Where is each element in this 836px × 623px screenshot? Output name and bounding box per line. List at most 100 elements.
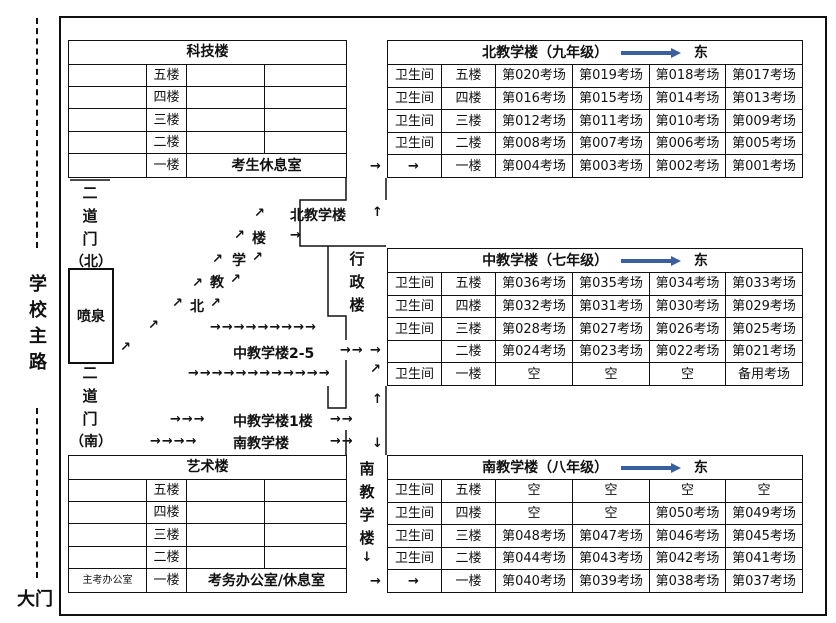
admin-char: 政 [349,273,365,291]
floor-label: 三楼 [146,523,187,547]
diag-arrow-icon: ↗ [120,340,132,355]
fountain-label: 喷泉 [77,309,105,325]
campus-border [59,16,827,616]
diag-arrow-icon: ↗ [172,296,184,311]
exam-room-cell: 第038考场 [649,569,726,593]
gate-north: 二 道 门 （北） [70,182,112,274]
road-char: 学 [29,274,47,295]
gate-char: 门 [82,410,98,428]
restroom-cell: 卫生间 [387,131,442,156]
right-arrow-icon: → [370,574,382,589]
exam-room-cell: 第016考场 [495,86,573,111]
exam-room-cell: 第021考场 [724,339,804,364]
path-char: 教 [210,275,224,291]
south-char: 南 [359,460,375,478]
exam-room-cell: 第026考场 [649,317,726,341]
exam-room-cell: 第003考场 [572,154,650,178]
exam-room-cell: 第023考场 [572,339,650,364]
north-building-target: 北教学楼 [290,208,346,224]
table-row: 卫生间一楼空空空备用考场 [387,362,804,386]
table-row: 卫生间四楼空空第050考场第049考场 [387,501,804,526]
floor-label: 二楼 [146,130,187,155]
table-row: 一楼第040考场第039考场第038考场第037考场 [387,569,804,593]
exam-room-cell: 第039考场 [572,569,650,593]
floor-label: 五楼 [441,272,496,296]
restroom-cell: 卫生间 [387,524,442,548]
table-row: 卫生间五楼空空空空 [387,479,804,503]
gate-char: （南） [70,434,112,450]
restroom-cell: 卫生间 [387,86,442,111]
exam-room-cell: 第044考场 [495,546,573,571]
table-row: 卫生间三楼第048考场第047考场第046考场第045考场 [387,524,804,548]
road-dash-bottom [36,408,38,578]
right-arrow-icon: ↗ [370,362,382,377]
up-arrow-icon: ↑ [372,392,384,407]
restroom-cell: 卫生间 [387,362,442,386]
exam-room-cell: 第004考场 [495,154,573,178]
exam-room-cell: 第018考场 [649,64,726,88]
right-arrow-icon: → [290,228,302,243]
diag-arrow-icon: ↗ [254,206,266,221]
floor-label: 五楼 [441,479,496,503]
table-row: 卫生间三楼第028考场第027考场第026考场第025考场 [387,317,804,341]
keji-building: 科技楼 五楼 四楼 三楼 二楼 一楼考生休息室 [68,40,347,178]
gate-char: 道 [82,207,98,225]
exam-room-cell: 第017考场 [724,64,804,88]
middle-title-row: 中教学楼（七年级） 东 [386,247,804,274]
south-char: 教 [359,483,375,501]
gate-south: 二 道 门 （南） [70,362,112,454]
middle-building: 中教学楼（七年级） 东 卫生间五楼第036考场第035考场第034考场第033考… [386,247,804,386]
route-arrows: →→ [330,434,354,449]
east-arrow-icon [621,47,682,58]
table-row: 卫生间五楼第020考场第019考场第018考场第017考场 [387,64,804,88]
exam-room-cell: 第047考场 [572,524,650,548]
road-label: 学 校 主 路 [24,272,52,376]
table-row: 卫生间四楼第032考场第031考场第030考场第029考场 [387,294,804,319]
floor-label: 四楼 [146,501,187,525]
path-char: 学 [232,253,246,269]
east-label: 东 [693,252,708,269]
restroom-cell: 卫生间 [387,479,442,503]
floor-label: 一楼 [441,362,496,386]
exam-room-cell: 第024考场 [495,339,573,364]
exam-room-cell: 第013考场 [724,86,804,111]
route-arrows: →→→→→→→→→ [210,320,318,335]
road-dash-top [36,18,38,248]
route-arrows: →→→→→→→→→→→→ [188,366,331,381]
admin-building: 行 政 楼 [342,248,372,317]
diag-arrow-icon: ↗ [148,318,160,333]
gate-char: 二 [82,184,98,202]
exam-room-cell: 第040考场 [495,569,573,593]
east-label: 东 [693,44,708,61]
restroom-cell: 卫生间 [387,109,442,133]
down-arrow-icon: ↓ [372,436,384,451]
table-row: 一楼第004考场第003考场第002考场第001考场 [387,154,804,178]
route-south: 南教学楼 [233,436,289,452]
south-char: 楼 [359,529,375,547]
route-mid25: 中教学楼2-5 [233,346,315,362]
route-mid1: 中教学楼1楼 [233,414,313,430]
right-arrow-icon: → [408,159,420,174]
path-char: 北 [190,299,204,315]
exam-room-cell: 第019考场 [572,64,650,88]
table-row: 卫生间二楼第044考场第043考场第042考场第041考场 [387,546,804,571]
table-row: 卫生间五楼第036考场第035考场第034考场第033考场 [387,272,804,296]
exam-room-cell: 第011考场 [572,109,650,133]
south-title-row: 南教学楼（八年级） 东 [386,454,804,481]
exam-room-cell: 第002考场 [649,154,726,178]
south-building-label: 南 教 学 楼 ↓ [352,458,382,566]
right-arrow-icon: → [370,159,382,174]
route-arrows: →→ [330,412,354,427]
table-row: 二楼第024考场第023考场第022考场第021考场 [387,339,804,364]
rest-room: 考生休息室 [186,153,347,178]
floor-label: 二楼 [441,131,496,156]
floor-label: 五楼 [146,478,187,503]
road-char: 校 [29,300,47,321]
up-arrow-icon: ↑ [372,205,384,220]
east-label: 东 [693,459,708,476]
floor-label: 一楼 [146,153,187,178]
path-char: 楼 [252,231,266,247]
right-arrow-icon: → [370,343,382,358]
floor-label: 一楼 [441,569,496,593]
admin-char: 行 [349,250,365,268]
